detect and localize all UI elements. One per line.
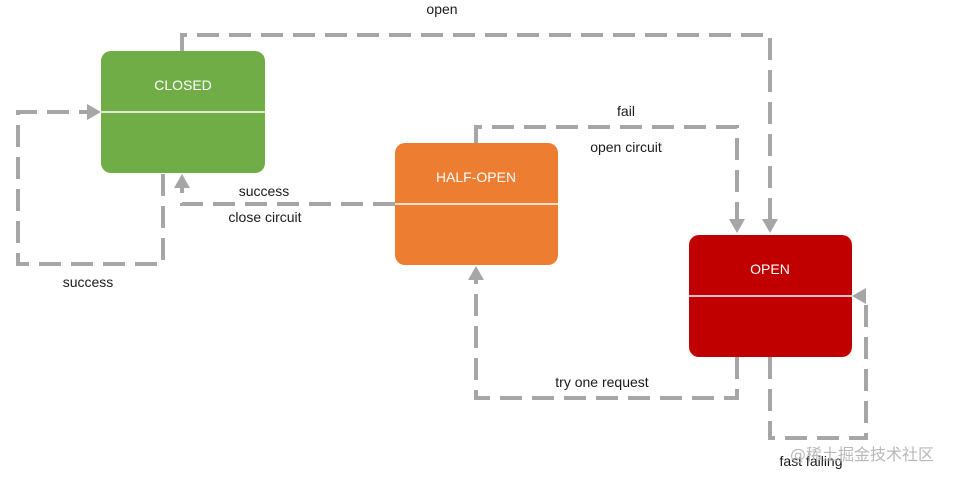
- edge-closed-to-open: [180, 33, 778, 233]
- arrowhead-into-closed-left: [87, 104, 101, 120]
- state-open-label: OPEN: [750, 261, 790, 277]
- state-half-open-label: HALF-OPEN: [436, 169, 516, 185]
- arrowhead-into-open-top: [762, 219, 778, 233]
- arrowhead-into-open-right: [852, 288, 866, 304]
- state-open: OPEN: [689, 235, 852, 357]
- edge-half-open-to-open: [474, 125, 745, 233]
- state-closed-label: CLOSED: [154, 77, 212, 93]
- watermark: @稀土掘金技术社区: [790, 445, 935, 464]
- label-half-open-to-open-line2: open circuit: [590, 139, 662, 155]
- label-closed-self-loop: success: [63, 274, 114, 290]
- edge-open-self-loop: [768, 288, 868, 440]
- edge-half-open-to-closed: [174, 174, 395, 206]
- label-half-open-to-closed-line1: success: [239, 183, 290, 199]
- label-open-to-half-open: try one request: [555, 374, 648, 390]
- arrowhead-into-open-top-left: [729, 219, 745, 233]
- label-open-self-loop: fast failing: [779, 453, 842, 469]
- arrowhead-into-closed-bottom: [174, 174, 190, 188]
- label-half-open-to-open-line1: fail: [617, 103, 635, 119]
- edge-open-to-half-open: [468, 266, 739, 400]
- label-closed-to-open: open: [426, 1, 457, 17]
- edge-closed-self-loop: [16, 104, 165, 266]
- state-half-open: HALF-OPEN: [395, 143, 558, 265]
- arrowhead-into-half-open-bottom: [468, 266, 484, 280]
- state-closed: CLOSED: [101, 51, 265, 173]
- label-half-open-to-closed-line2: close circuit: [228, 209, 301, 225]
